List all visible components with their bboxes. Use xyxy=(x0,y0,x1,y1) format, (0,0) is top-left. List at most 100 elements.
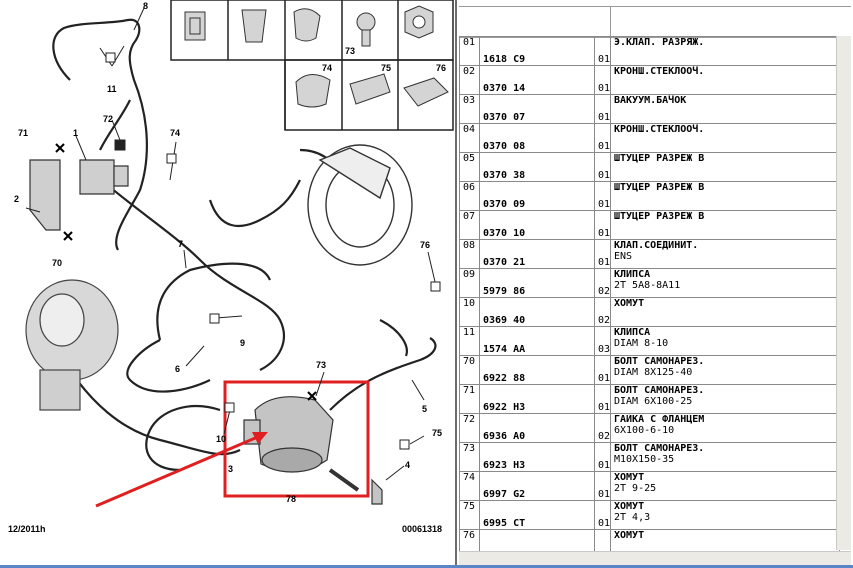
description-main: КЛАП.СОЕДИНИТ. xyxy=(614,240,699,252)
description-main: БОЛТ САМОНАРЕЗ. xyxy=(614,356,705,368)
row-part-code: 1574 AA xyxy=(479,326,595,356)
description-main: ХОМУТ xyxy=(614,472,645,484)
row-quantity: 03 xyxy=(594,326,611,356)
row-quantity: 01 xyxy=(594,442,611,472)
row-position: 71 xyxy=(459,384,480,414)
callout-73-inset: 73 xyxy=(345,46,356,56)
row-quantity: 01 xyxy=(594,36,611,66)
diagram-ref-number: 00061318 xyxy=(402,524,443,534)
callout-71: 71 xyxy=(18,128,29,138)
description-main: ГАЙКА С ФЛАНЦЕМ xyxy=(614,414,705,426)
row-position: 73 xyxy=(459,442,480,472)
callout-2: 2 xyxy=(14,194,20,204)
row-position: 04 xyxy=(459,123,480,153)
row-description: БОЛТ САМОНАРЕЗ.DIAM 6X100-25 xyxy=(610,384,840,414)
callout-72: 72 xyxy=(103,114,114,124)
row-part-code: 0370 10 xyxy=(479,210,595,240)
description-detail: DIAM 8X125-40 xyxy=(614,367,693,378)
description-main: ШТУЦЕР РАЗРЕЖ В xyxy=(614,153,705,165)
callout-75-inset: 75 xyxy=(381,63,392,73)
row-position: 09 xyxy=(459,268,480,298)
row-part-code: 0370 21 xyxy=(479,239,595,269)
diagram-date: 12/2011h xyxy=(8,524,46,534)
row-position: 75 xyxy=(459,500,480,530)
diagram-drawing xyxy=(25,0,454,508)
description-detail: 2T 5A8-8A11 xyxy=(614,280,681,291)
row-description: КРОНШ.СТЕКЛООЧ. xyxy=(610,65,840,95)
row-part-code: 1618 C9 xyxy=(479,36,595,66)
row-quantity: 02 xyxy=(594,413,611,443)
vacuum-lines xyxy=(52,18,437,472)
row-description: ХОМУТ xyxy=(610,297,840,327)
description-main: КЛИПСА xyxy=(614,269,651,281)
description-main: ВАКУУМ.БАЧОК xyxy=(614,95,687,107)
description-detail: DIAM 6X100-25 xyxy=(614,396,693,407)
callout-4: 4 xyxy=(405,460,411,470)
callout-75: 75 xyxy=(432,428,443,438)
row-description: КРОНШ.СТЕКЛООЧ. xyxy=(610,123,840,153)
row-part-code: 0370 07 xyxy=(479,94,595,124)
description-detail: DIAM 8-10 xyxy=(614,338,669,349)
row-position: 74 xyxy=(459,471,480,501)
vertical-scrollbar[interactable] xyxy=(836,36,851,550)
row-quantity: 01 xyxy=(594,471,611,501)
row-position: 10 xyxy=(459,297,480,327)
row-position: 03 xyxy=(459,94,480,124)
row-quantity: 01 xyxy=(594,500,611,530)
description-main: КЛИПСА xyxy=(614,327,651,339)
callout-8: 8 xyxy=(143,1,149,11)
description-main: ХОМУТ xyxy=(614,298,645,310)
leader-lines xyxy=(25,7,437,481)
row-quantity: 02 xyxy=(594,268,611,298)
row-part-code: 0370 14 xyxy=(479,65,595,95)
description-main: ХОМУТ xyxy=(614,501,645,513)
row-quantity: 02 xyxy=(594,297,611,327)
row-position: 05 xyxy=(459,152,480,182)
row-position: 70 xyxy=(459,355,480,385)
description-detail: ENS xyxy=(614,251,633,262)
row-quantity: 01 xyxy=(594,152,611,182)
row-description: ШТУЦЕР РАЗРЕЖ В xyxy=(610,181,840,211)
row-quantity: 01 xyxy=(594,94,611,124)
turbocharger xyxy=(25,279,119,411)
row-description: БОЛТ САМОНАРЕЗ.M10X150-35 xyxy=(610,442,840,472)
callout-1: 1 xyxy=(73,128,79,138)
callout-74-inset: 74 xyxy=(322,63,333,73)
callout-3: 3 xyxy=(228,464,234,474)
row-quantity: 01 xyxy=(594,181,611,211)
callout-10: 10 xyxy=(216,434,227,444)
horizontal-scrollbar[interactable] xyxy=(459,551,851,566)
row-quantity: 01 xyxy=(594,239,611,269)
row-part-code: 6936 A0 xyxy=(479,413,595,443)
description-main: ШТУЦЕР РАЗРЕЖ В xyxy=(614,211,705,223)
callout-7: 7 xyxy=(178,239,184,249)
description-main: ШТУЦЕР РАЗРЕЖ В xyxy=(614,182,705,194)
row-part-code: 6922 H3 xyxy=(479,384,595,414)
row-position: 72 xyxy=(459,413,480,443)
description-detail: 2T 4,3 xyxy=(614,512,651,523)
row-part-code: 6923 H3 xyxy=(479,442,595,472)
description-detail: M10X150-35 xyxy=(614,454,675,465)
row-description: ШТУЦЕР РАЗРЕЖ В xyxy=(610,210,840,240)
